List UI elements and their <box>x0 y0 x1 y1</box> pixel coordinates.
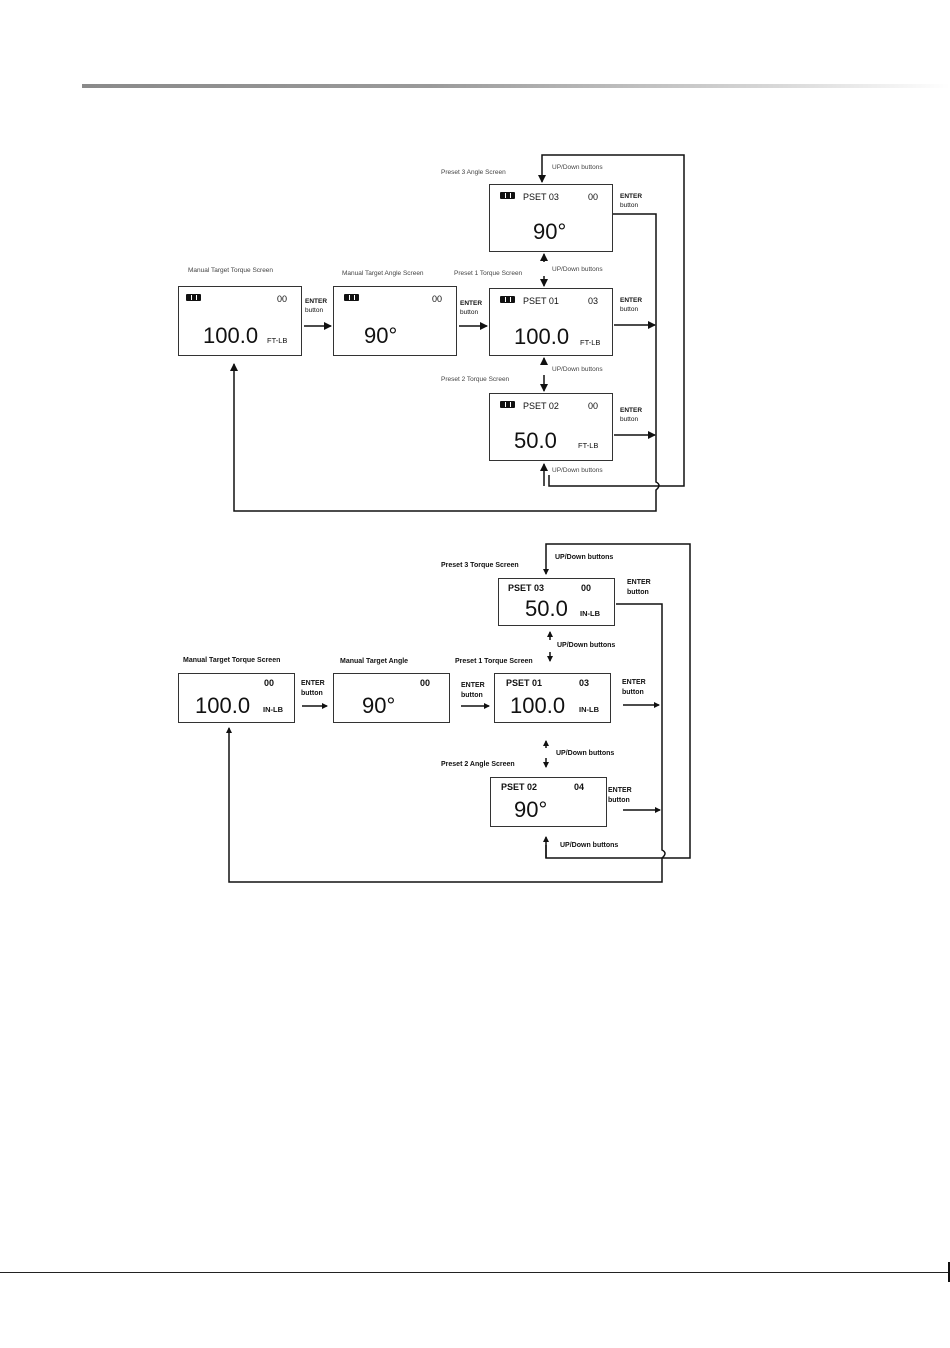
caption-preset2: Preset 2 Torque Screen <box>441 376 510 383</box>
screen-value: 50.0 <box>514 428 557 453</box>
screen-unit: FT-LB <box>580 338 601 347</box>
updown-label: UP/Down buttons <box>557 642 616 649</box>
screen-value: 90° <box>533 219 567 244</box>
updown-label: UP/Down buttons <box>555 554 614 561</box>
updown-label: UP/Down buttons <box>552 366 603 373</box>
screen-preset1: PSET 01 03 100.0 FT-LB <box>489 288 613 356</box>
footer-rule <box>0 1272 950 1273</box>
battery-icon <box>186 294 201 301</box>
screen-unit: FT-LB <box>578 441 599 450</box>
screen-value: 100.0 <box>510 693 566 718</box>
screen-preset2: PSET 02 04 90° <box>490 777 607 827</box>
screen-number: 03 <box>579 678 590 688</box>
screen-unit: IN-LB <box>579 705 599 714</box>
screen-number: 00 <box>432 294 443 304</box>
caption-preset3: Preset 3 Torque Screen <box>441 562 519 569</box>
battery-icon <box>344 294 359 301</box>
caption-manual-angle: Manual Target Angle Screen <box>342 270 424 277</box>
screen-value: 100.0 <box>195 693 251 718</box>
screen-pset: PSET 01 <box>523 296 559 306</box>
screen-number: 00 <box>581 583 592 593</box>
updown-label: UP/Down buttons <box>560 842 619 849</box>
screen-pset: PSET 02 <box>523 401 559 411</box>
screen-number: 03 <box>588 296 599 306</box>
battery-icon <box>500 296 515 303</box>
screen-preset1: PSET 01 03 100.0 IN-LB <box>494 673 611 723</box>
screen-unit: IN-LB <box>580 609 600 618</box>
caption-manual-angle: Manual Target Angle <box>340 658 409 665</box>
caption-preset3: Preset 3 Angle Screen <box>441 169 506 176</box>
battery-icon <box>500 401 515 408</box>
caption-preset2: Preset 2 Angle Screen <box>441 761 515 768</box>
screen-value: 90° <box>362 693 396 718</box>
screen-manual-angle: 00 90° <box>333 286 457 356</box>
screen-number: 00 <box>588 401 599 411</box>
screen-manual-torque: 00 100.0 IN-LB <box>178 673 295 723</box>
caption-manual-torque: Manual Target Torque Screen <box>188 267 274 274</box>
screen-value: 100.0 <box>203 323 259 348</box>
updown-label: UP/Down buttons <box>556 750 615 757</box>
screen-preset3: PSET 03 00 50.0 IN-LB <box>498 578 615 626</box>
screen-manual-torque: 00 100.0 FT-LB <box>178 286 302 356</box>
screen-number: 00 <box>277 294 288 304</box>
screen-preset3: PSET 03 00 90° <box>489 184 613 252</box>
screen-unit: FT-LB <box>267 336 288 345</box>
screen-value: 50.0 <box>525 596 568 621</box>
screen-pset: PSET 03 <box>523 192 559 202</box>
screen-value: 90° <box>514 797 548 822</box>
screen-unit: IN-LB <box>263 705 283 714</box>
updown-label: UP/Down buttons <box>552 164 603 171</box>
screen-value: 100.0 <box>514 324 570 349</box>
screen-pset: PSET 02 <box>501 782 538 792</box>
header-rule <box>82 84 950 88</box>
screen-preset2: PSET 02 00 50.0 FT-LB <box>489 393 613 461</box>
caption-preset1: Preset 1 Torque Screen <box>455 658 533 665</box>
screen-value: 90° <box>364 323 398 348</box>
updown-label: UP/Down buttons <box>552 266 603 273</box>
screen-manual-angle: 00 90° <box>333 673 450 723</box>
screen-pset: PSET 03 <box>508 583 545 593</box>
footer-tick <box>948 1262 950 1282</box>
screen-pset: PSET 01 <box>506 678 543 688</box>
cycle-path <box>543 543 691 859</box>
screen-number: 00 <box>420 678 431 688</box>
updown-label: UP/Down buttons <box>552 467 603 474</box>
screen-number: 04 <box>574 782 585 792</box>
screen-number: 00 <box>264 678 275 688</box>
battery-icon <box>500 192 515 199</box>
cycle-path <box>538 154 685 487</box>
caption-manual-torque: Manual Target Torque Screen <box>183 657 281 664</box>
return-path <box>226 603 666 883</box>
screen-number: 00 <box>588 192 599 202</box>
return-path <box>230 213 660 512</box>
caption-preset1: Preset 1 Torque Screen <box>454 270 523 277</box>
